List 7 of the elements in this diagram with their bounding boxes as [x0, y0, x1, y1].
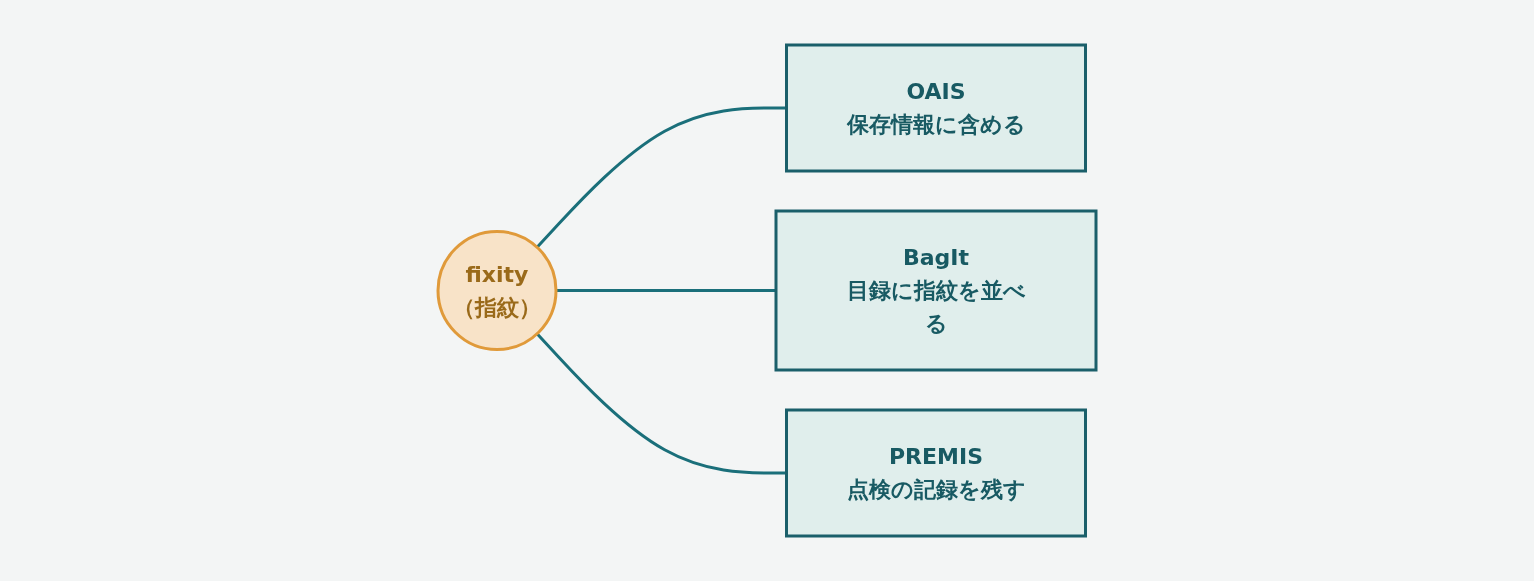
connector [556, 289, 776, 292]
node-box: PREMIS 点検の記録を残す [785, 408, 1087, 538]
connector [536, 332, 787, 475]
node-circle: fixity （指紋） [436, 230, 558, 351]
node-box: BagIt 目録に指紋を並べる [774, 209, 1098, 372]
node-box: OAIS 保存情報に含める [785, 43, 1087, 173]
connector [536, 106, 787, 249]
